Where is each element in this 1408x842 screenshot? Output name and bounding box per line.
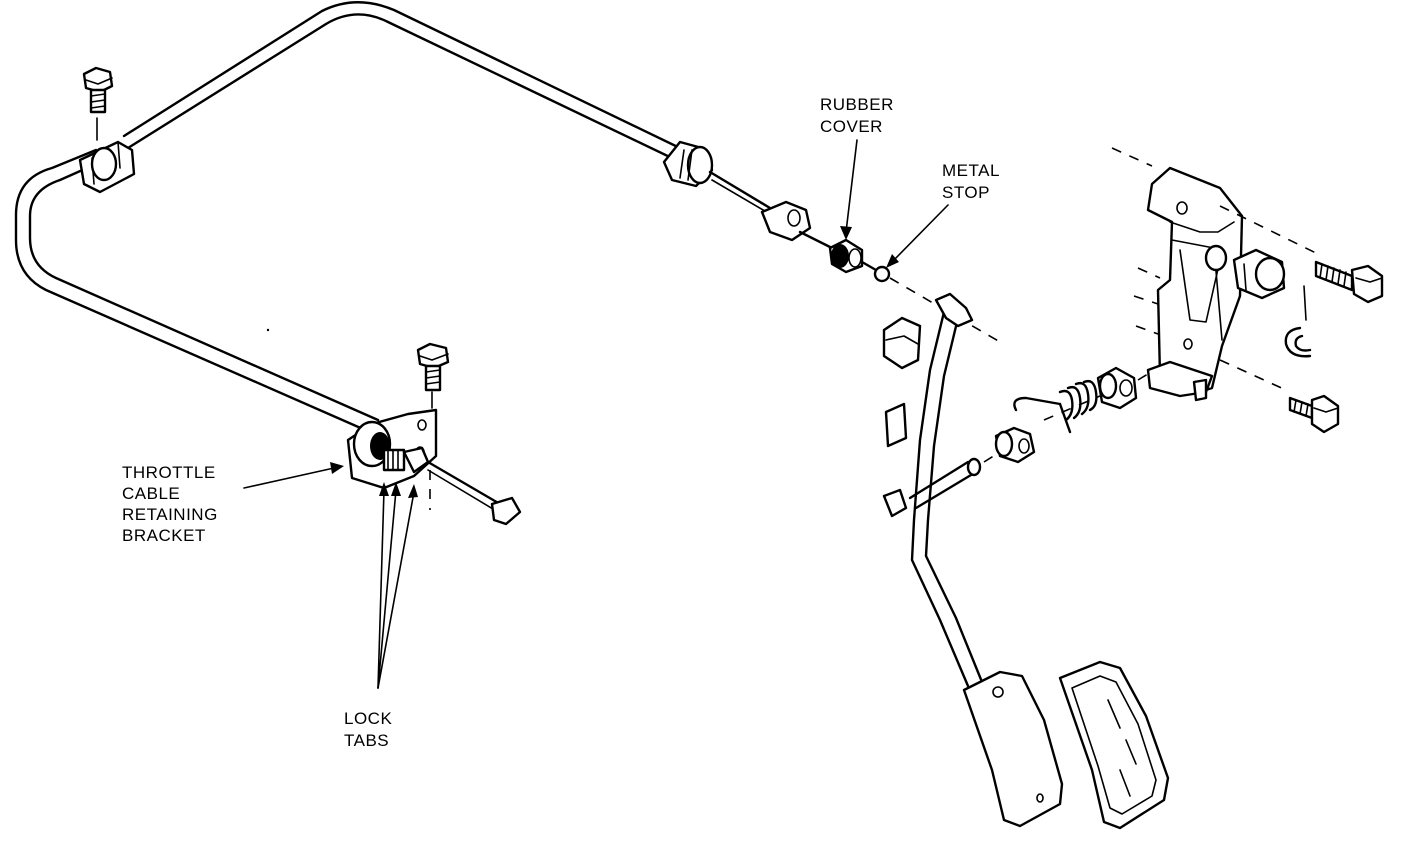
pivot-shaft bbox=[908, 451, 1001, 510]
accelerator-pedal-arm bbox=[882, 292, 984, 688]
leader-lines bbox=[243, 139, 949, 689]
bolt-upper-left bbox=[82, 66, 114, 114]
pivot-bushing bbox=[1232, 248, 1286, 300]
bolt-right-lower bbox=[1288, 394, 1340, 434]
lock-tabs-label: LOCK TABS bbox=[344, 709, 398, 750]
bolt-right-upper bbox=[1314, 260, 1384, 304]
cable-grommet bbox=[662, 140, 772, 215]
return-spring bbox=[1013, 379, 1101, 434]
bushing-left bbox=[994, 426, 1036, 464]
pedal-pad-with-arm bbox=[962, 670, 1064, 828]
pedal-mounting-bracket bbox=[1111, 147, 1319, 402]
speck bbox=[266, 328, 270, 332]
pedal-pad-cover bbox=[1058, 660, 1170, 830]
throttle-cable bbox=[14, 1, 686, 435]
rubber-cover-part bbox=[828, 238, 878, 274]
bushing-right bbox=[1096, 357, 1175, 410]
retaining-clip bbox=[1284, 285, 1312, 358]
throttle-bracket-label: THROTTLE CABLE RETAINING BRACKET bbox=[122, 463, 223, 545]
cable-end-eyelet bbox=[760, 200, 838, 252]
throttle-cable-retaining-bracket-part bbox=[346, 391, 522, 526]
cable-clip-upper bbox=[78, 117, 136, 194]
rubber-cover-label: RUBBER COVER bbox=[820, 95, 899, 136]
bolt-lower bbox=[416, 342, 450, 392]
metal-stop-label: METAL STOP bbox=[942, 161, 1005, 202]
